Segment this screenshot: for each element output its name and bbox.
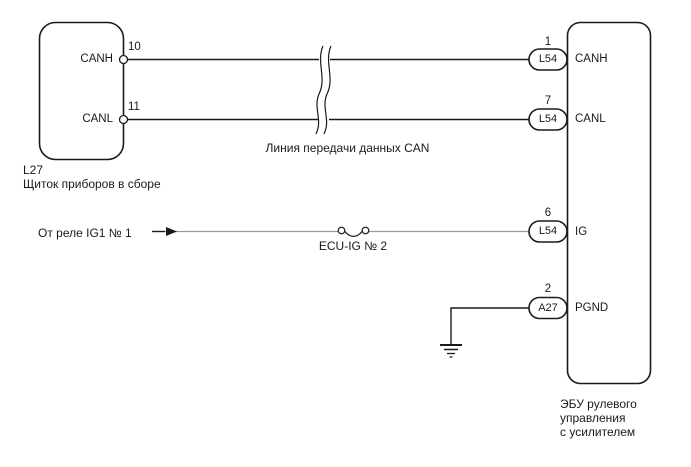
right-component-caption-line1: ЭБУ рулевого — [560, 397, 637, 411]
flow-arrow-icon — [166, 227, 177, 236]
ground-icon — [440, 344, 462, 358]
pgnd-wire — [450, 307, 545, 345]
right-pin-number-7: 7 — [544, 95, 552, 107]
left-component-code: L27 — [23, 163, 44, 177]
ig-wire — [152, 227, 545, 236]
connector-code-canh: L54 — [538, 53, 558, 65]
connector-oval-pgnd — [528, 296, 568, 320]
right-pin-number-2: 2 — [544, 283, 552, 295]
left-component-caption: Щиток приборов в сборе — [23, 177, 161, 191]
connector-code-pgnd: A27 — [538, 301, 558, 314]
right-pin-number-1: 1 — [544, 36, 552, 48]
right-component-caption-line2: управления — [560, 411, 626, 425]
instrument-cluster-box — [38, 21, 125, 161]
left-pin-number-10: 10 — [128, 41, 141, 53]
connector-oval-ig — [528, 220, 568, 243]
left-pin-terminals — [118, 54, 129, 125]
can-bus-label: Линия передачи данных CAN — [265, 141, 430, 155]
right-connector-ovals — [528, 48, 568, 320]
connector-code-canl: L54 — [538, 113, 558, 125]
left-pin-label-canl: CANL — [82, 113, 113, 125]
fuse-label: ECU-IG № 2 — [318, 239, 388, 253]
left-pin-label-canh: CANH — [80, 53, 113, 65]
pin-10-terminal — [118, 54, 129, 65]
steering-ecu-box — [566, 21, 652, 385]
ig-source-label: От реле IG1 № 1 — [38, 226, 132, 240]
right-component-caption-line3: с усилителем — [560, 425, 636, 439]
right-pin-label-pgnd: PGND — [575, 302, 609, 314]
right-pin-label-canh: CANH — [575, 53, 608, 65]
right-pin-number-6: 6 — [544, 207, 552, 219]
left-pin-number-11: 11 — [128, 101, 140, 113]
pin-11-terminal — [118, 114, 129, 125]
fuse-symbol — [337, 226, 370, 237]
wire-break-symbol — [315, 45, 332, 135]
connector-code-ig: L54 — [538, 225, 558, 237]
right-pin-label-canl: CANL — [575, 113, 606, 125]
connector-oval-canh — [528, 48, 568, 71]
right-pin-label-ig: IG — [575, 226, 588, 238]
connector-oval-canl — [528, 108, 568, 131]
